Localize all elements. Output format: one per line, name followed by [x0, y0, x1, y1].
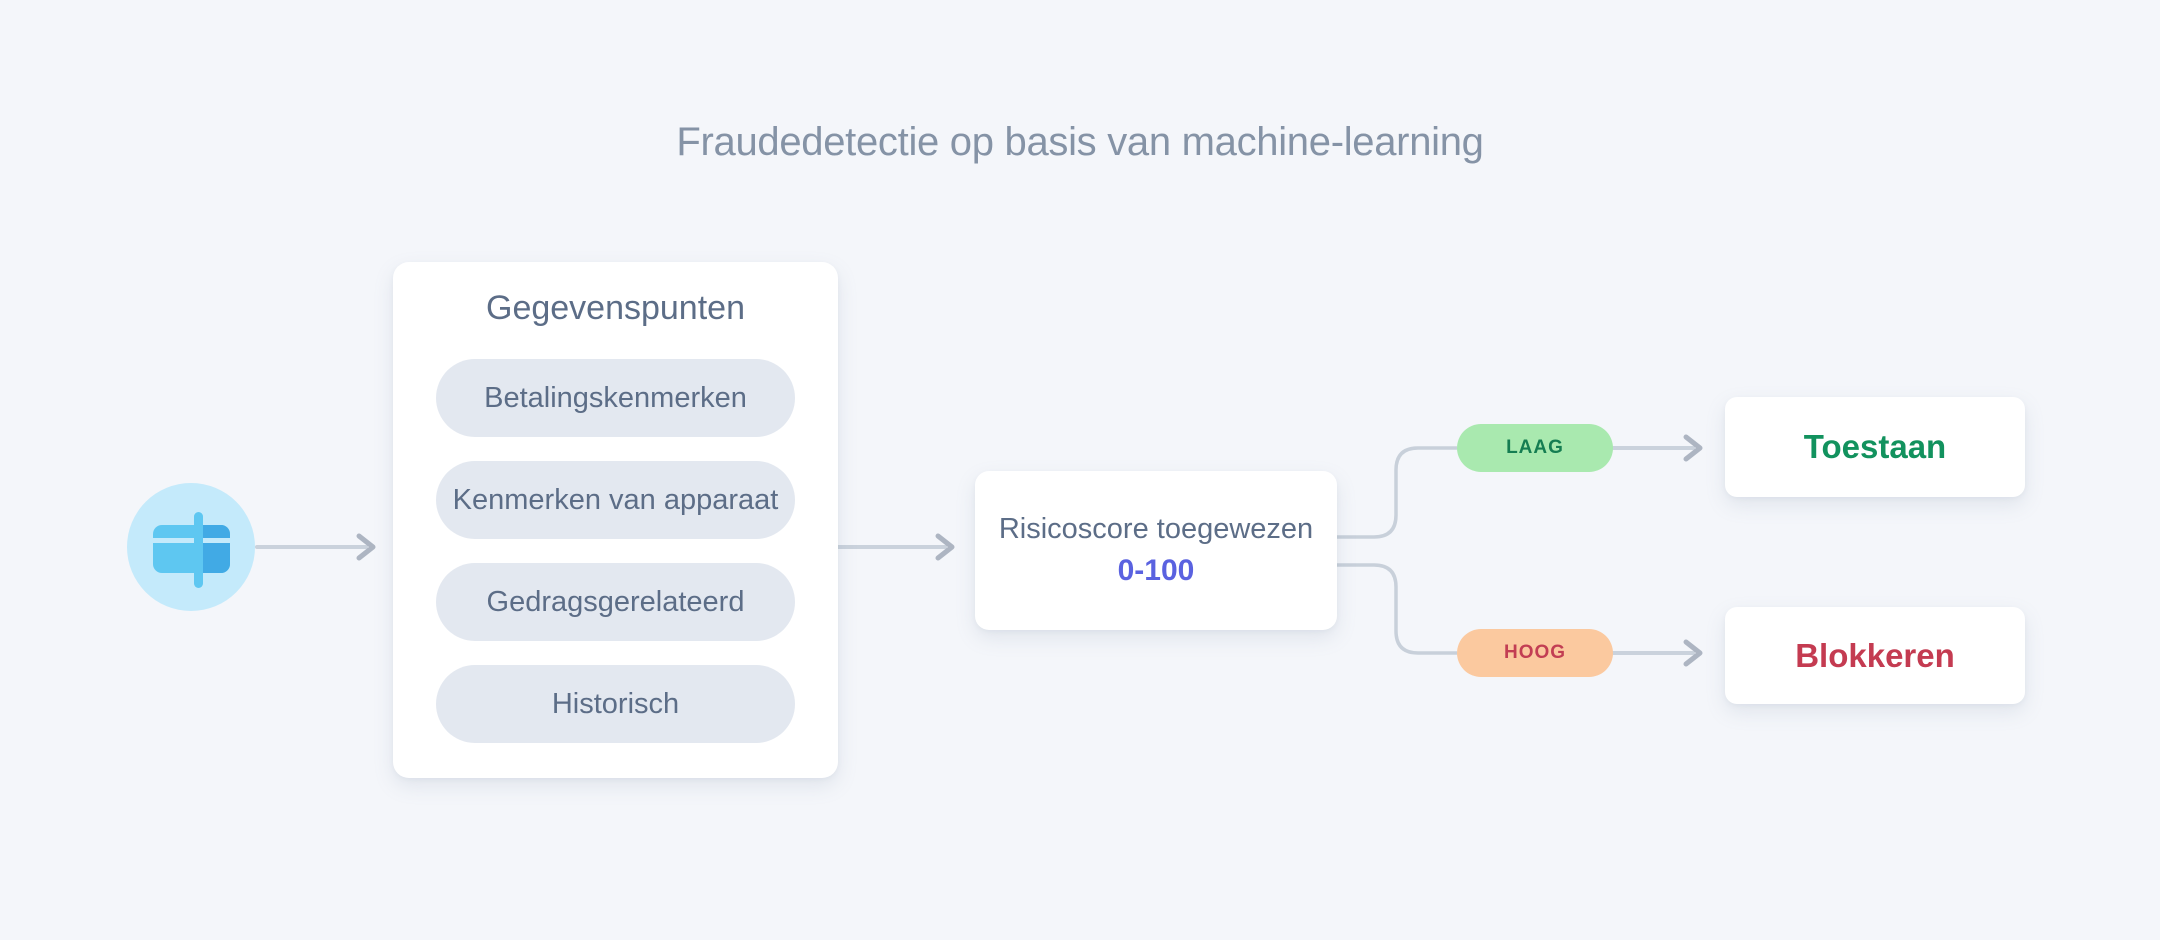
credit-card-icon: [153, 525, 230, 573]
datapoint-pill-device: Kenmerken van apparaat: [436, 461, 795, 539]
datapoints-card: Gegevenspunten Betalingskenmerken Kenmer…: [393, 262, 838, 778]
branch-curve-high: [1336, 563, 1457, 655]
arrow-high-to-block: [1611, 639, 1703, 667]
risk-badge-low: LAAG: [1457, 424, 1613, 472]
risk-badge-high: HOOG: [1457, 629, 1613, 677]
credit-card-chip-area: [198, 525, 230, 573]
transaction-input-node: [127, 483, 255, 611]
page-title: Fraudedetectie op basis van machine-lear…: [676, 120, 1484, 164]
outcome-card-block: Blokkeren: [1725, 607, 2025, 704]
risk-score-card: Risicoscore toegewezen 0-100: [975, 471, 1337, 630]
branch-curve-low: [1336, 446, 1457, 539]
datapoint-pill-behavioral: Gedragsgerelateerd: [436, 563, 795, 641]
datapoint-pill-historical: Historisch: [436, 665, 795, 743]
arrow-datapoints-to-risk: [836, 533, 955, 561]
risk-score-range: 0-100: [1117, 554, 1195, 587]
credit-card-stripe-gap: [153, 538, 230, 543]
risk-score-title: Risicoscore toegewezen: [998, 513, 1314, 545]
datapoint-pill-payment: Betalingskenmerken: [436, 359, 795, 437]
datapoints-card-title: Gegevenspunten: [486, 289, 745, 327]
credit-card-slot-bar: [194, 512, 203, 588]
outcome-card-allow: Toestaan: [1725, 397, 2025, 497]
arrow-low-to-allow: [1611, 434, 1703, 462]
arrow-input-to-datapoints: [255, 533, 376, 561]
